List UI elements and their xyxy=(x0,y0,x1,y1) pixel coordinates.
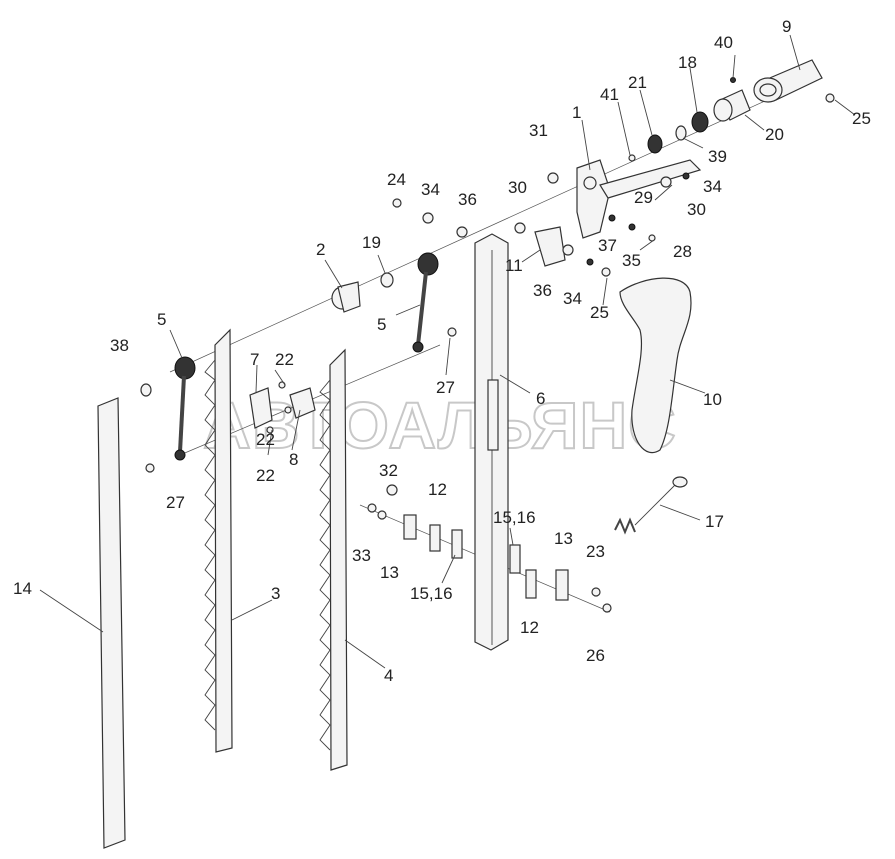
label-12-left: 12 xyxy=(428,480,447,499)
label-14: 14 xyxy=(13,579,32,598)
label-40: 40 xyxy=(714,33,733,52)
label-8: 8 xyxy=(289,450,298,469)
part-40-pin xyxy=(730,77,736,83)
part-labels: 1 2 3 4 5 5 6 7 8 9 10 11 12 12 13 13 14… xyxy=(13,17,871,685)
part-18-bearing xyxy=(691,111,709,133)
label-22-top: 22 xyxy=(275,350,294,369)
part-9-housing xyxy=(753,59,823,103)
label-31: 31 xyxy=(529,121,548,140)
label-27-left: 27 xyxy=(166,493,185,512)
watermark: АВТОАЛЬЯНС xyxy=(203,388,677,462)
label-30-right: 30 xyxy=(687,200,706,219)
label-29: 29 xyxy=(634,188,653,207)
label-37: 37 xyxy=(598,236,617,255)
label-7: 7 xyxy=(250,350,259,369)
label-5-upper: 5 xyxy=(377,315,386,334)
label-6: 6 xyxy=(536,389,545,408)
upper-assembly-axis xyxy=(169,84,801,373)
label-15-16-right: 15,16 xyxy=(493,508,536,527)
label-1: 1 xyxy=(572,103,581,122)
part-15-16-plate-right xyxy=(509,544,521,574)
label-23: 23 xyxy=(586,542,605,561)
label-25-top: 25 xyxy=(852,109,871,128)
part-7-link xyxy=(249,387,273,429)
part-10-cover xyxy=(619,277,692,454)
part-2-hub xyxy=(331,281,361,313)
label-24: 24 xyxy=(387,170,406,189)
label-4: 4 xyxy=(384,666,393,685)
label-22-bottom: 22 xyxy=(256,466,275,485)
label-15-16-left: 15,16 xyxy=(410,584,453,603)
part-13-plate-left xyxy=(403,514,417,540)
leader-lines xyxy=(39,34,856,669)
label-34-top: 34 xyxy=(421,180,440,199)
label-2: 2 xyxy=(316,240,325,259)
label-33: 33 xyxy=(352,546,371,565)
part-20-sleeve xyxy=(713,89,751,122)
part-4-knife-bar xyxy=(319,348,348,771)
label-21: 21 xyxy=(628,73,647,92)
label-35: 35 xyxy=(622,251,641,270)
label-36-top: 36 xyxy=(458,190,477,209)
label-36-bottom: 36 xyxy=(533,281,552,300)
label-39: 39 xyxy=(708,147,727,166)
label-38: 38 xyxy=(110,336,129,355)
part-12-plate-right xyxy=(525,569,537,599)
part-1-bracket xyxy=(576,159,611,239)
label-22-bottom-left: 22 xyxy=(256,430,275,449)
part-39-ring xyxy=(675,125,687,141)
part-17-spring xyxy=(614,476,688,535)
part-11-bracket xyxy=(534,226,566,267)
part-5-upper-lever xyxy=(412,252,439,353)
part-14-strip xyxy=(97,397,126,849)
label-10: 10 xyxy=(703,390,722,409)
label-18: 18 xyxy=(678,53,697,72)
label-3: 3 xyxy=(271,584,280,603)
label-30-left: 30 xyxy=(508,178,527,197)
part-15-16-plate-left xyxy=(451,529,463,559)
fasteners xyxy=(145,93,835,613)
label-28: 28 xyxy=(673,242,692,261)
label-9: 9 xyxy=(782,17,791,36)
label-27-right: 27 xyxy=(436,378,455,397)
label-34-right: 34 xyxy=(703,177,722,196)
part-8-link xyxy=(289,387,316,419)
label-25-bottom: 25 xyxy=(590,303,609,322)
part-3-knife-bar xyxy=(204,328,233,753)
label-19: 19 xyxy=(362,233,381,252)
label-13-left: 13 xyxy=(380,563,399,582)
label-34-bottom: 34 xyxy=(563,289,582,308)
part-13-plate-right xyxy=(555,569,569,601)
label-11: 11 xyxy=(505,256,523,275)
part-6-post xyxy=(474,233,509,651)
label-20: 20 xyxy=(765,125,784,144)
part-5-lower-lever xyxy=(174,356,196,461)
part-21-gear xyxy=(647,134,663,154)
part-29-plate xyxy=(599,159,702,199)
part-38-ring xyxy=(140,383,152,397)
label-12-right: 12 xyxy=(520,618,539,637)
label-17: 17 xyxy=(705,512,724,531)
label-5-lower: 5 xyxy=(157,310,166,329)
label-13-right: 13 xyxy=(554,529,573,548)
label-32: 32 xyxy=(379,461,398,480)
label-26: 26 xyxy=(586,646,605,665)
label-41: 41 xyxy=(600,85,619,104)
part-19-bushing xyxy=(380,272,394,288)
part-12-plate-left xyxy=(429,524,441,552)
